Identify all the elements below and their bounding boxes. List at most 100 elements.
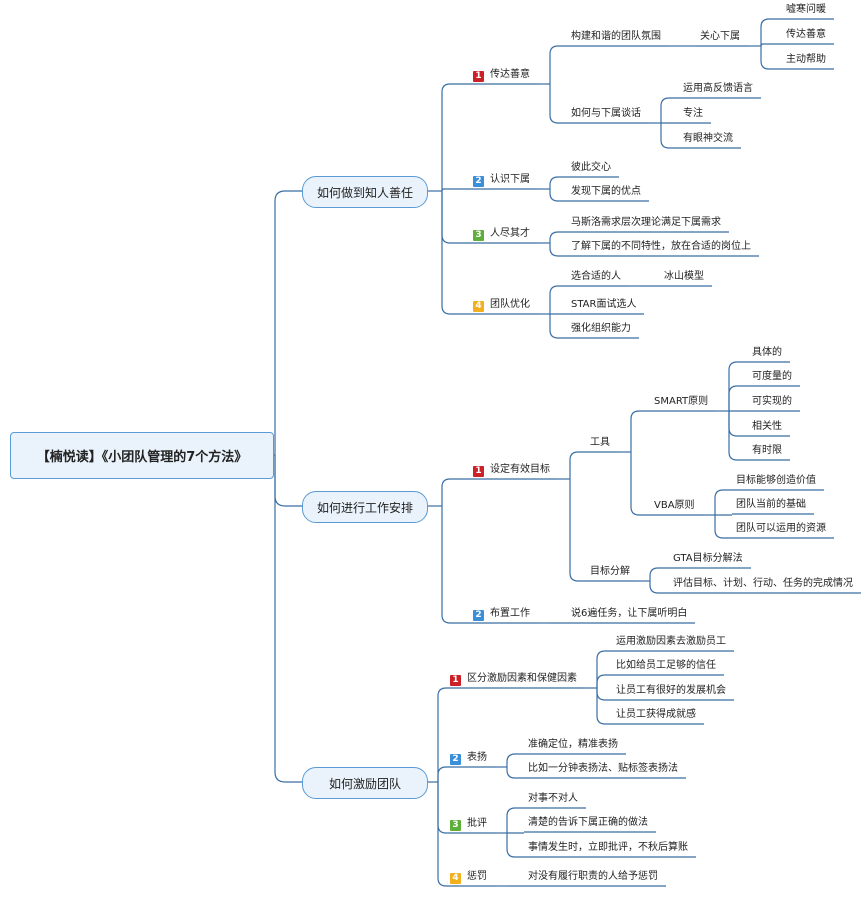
leaf-node[interactable]: 有眼神交流 xyxy=(683,132,733,146)
node-label: 比如一分钟表扬法、贴标签表扬法 xyxy=(528,763,678,774)
leaf-node[interactable]: 团队可以运用的资源 xyxy=(736,522,826,536)
number-badge-icon: 3 xyxy=(450,820,461,831)
connector-line xyxy=(441,478,469,506)
connector-line xyxy=(437,766,447,782)
node-label: 了解下属的不同特性，放在合适的岗位上 xyxy=(571,241,751,252)
leaf-node[interactable]: STAR面试选人 xyxy=(571,298,636,312)
node-label: 马斯洛需求层次理论满足下属需求 xyxy=(571,217,721,228)
connector-line xyxy=(714,489,732,515)
node-label: 目标分解 xyxy=(590,566,630,577)
node-label: 设定有效目标 xyxy=(490,464,550,475)
leaf-node[interactable]: VBA原则 xyxy=(654,499,695,513)
main-topic-1[interactable]: 如何做到知人善任 xyxy=(302,176,428,208)
leaf-node[interactable]: 具体的 xyxy=(752,346,782,360)
node-label: 认识下属 xyxy=(490,174,530,185)
leaf-node[interactable]: 比如一分钟表扬法、贴标签表扬法 xyxy=(528,762,678,776)
connector-line xyxy=(549,84,567,124)
node-label: 目标能够创造价值 xyxy=(736,475,816,486)
leaf-node[interactable]: 说6遍任务，让下属听明白 xyxy=(571,607,687,621)
node-label: 团队可以运用的资源 xyxy=(736,523,826,534)
leaf-node[interactable]: 强化组织能力 xyxy=(571,322,631,336)
connector-line xyxy=(714,515,732,539)
leaf-node[interactable]: 比如给员工足够的信任 xyxy=(616,659,716,673)
node-label: 批评 xyxy=(467,818,487,829)
leaf-node[interactable]: 有时限 xyxy=(752,444,782,458)
leaf-node[interactable]: 传达善意 xyxy=(786,28,826,42)
connector-line xyxy=(549,285,567,314)
node-label: 团队当前的基础 xyxy=(736,499,806,510)
leaf-node[interactable]: 专注 xyxy=(683,107,703,121)
leaf-node[interactable]: 对没有履行职责的人给予惩罚 xyxy=(528,870,658,884)
node-label: 可实现的 xyxy=(752,396,792,407)
leaf-node[interactable]: 让员工有很好的发展机会 xyxy=(616,684,726,698)
node-label: 有时限 xyxy=(752,445,782,456)
leaf-node[interactable]: 可实现的 xyxy=(752,395,792,409)
leaf-node[interactable]: SMART原则 xyxy=(654,395,708,409)
connector-line xyxy=(596,688,612,701)
leaf-node[interactable]: 发现下属的优点 xyxy=(571,185,641,199)
main-topic-3[interactable]: 如何激励团队 xyxy=(302,767,428,799)
leaf-node[interactable]: 清楚的告诉下属正确的做法 xyxy=(528,816,648,830)
node-label: 表扬 xyxy=(467,752,487,763)
connector-line xyxy=(274,190,302,455)
leaf-node[interactable]: 评估目标、计划、行动、任务的完成情况 xyxy=(673,577,853,591)
leaf-node[interactable]: 团队当前的基础 xyxy=(736,498,806,512)
connector-line xyxy=(506,753,524,767)
leaf-node[interactable]: 让员工获得成就感 xyxy=(616,708,696,722)
root-topic[interactable]: 【楠悦读】《小团队管理的7个方法》 xyxy=(10,432,274,479)
leaf-node[interactable]: GTA目标分解法 xyxy=(673,552,743,566)
leaf-node[interactable]: 运用高反馈语言 xyxy=(683,82,753,96)
connector-line xyxy=(760,46,782,70)
leaf-node[interactable]: 关心下属 xyxy=(700,30,740,44)
leaf-node[interactable]: 工具 xyxy=(590,436,610,450)
topic-node[interactable]: 3 批评 xyxy=(450,817,487,831)
leaf-node[interactable]: 如何与下属谈话 xyxy=(571,107,641,121)
connector-line xyxy=(506,807,524,833)
connector-line xyxy=(728,411,748,461)
leaf-node[interactable]: 彼此交心 xyxy=(571,161,611,175)
connector-line xyxy=(441,188,469,192)
leaf-node[interactable]: 相关性 xyxy=(752,420,782,434)
leaf-node[interactable]: 目标能够创造价值 xyxy=(736,474,816,488)
node-label: 惩罚 xyxy=(467,871,487,882)
node-label: 具体的 xyxy=(752,347,782,358)
node-label: 布置工作 xyxy=(490,608,530,619)
connector-line xyxy=(274,455,302,507)
node-label: 冰山模型 xyxy=(664,271,704,282)
node-label: 主动帮助 xyxy=(786,54,826,65)
node-label: 团队优化 xyxy=(490,299,530,310)
leaf-node[interactable]: 可度量的 xyxy=(752,370,792,384)
connector-line xyxy=(441,191,469,244)
leaf-node[interactable]: 对事不对人 xyxy=(528,792,578,806)
leaf-node[interactable]: 运用激励因素去激励员工 xyxy=(616,635,726,649)
leaf-node[interactable]: 目标分解 xyxy=(590,565,630,579)
leaf-node[interactable]: 构建和谐的团队氛围 xyxy=(571,30,661,44)
leaf-node[interactable]: 了解下属的不同特性，放在合适的岗位上 xyxy=(571,240,751,254)
connector-line xyxy=(506,833,524,858)
leaf-node[interactable]: 事情发生时，立即批评，不秋后算账 xyxy=(528,841,688,855)
node-label: 彼此交心 xyxy=(571,162,611,173)
node-label: 工具 xyxy=(590,437,610,448)
main-topic-2[interactable]: 如何进行工作安排 xyxy=(302,491,428,523)
node-label: 专注 xyxy=(683,108,703,119)
leaf-node[interactable]: 冰山模型 xyxy=(664,270,704,284)
connector-line xyxy=(549,231,567,243)
leaf-node[interactable]: 主动帮助 xyxy=(786,53,826,67)
connector-line xyxy=(506,767,524,779)
number-badge-icon: 2 xyxy=(473,610,484,621)
leaf-node[interactable]: 嘘寒问暖 xyxy=(786,3,826,17)
connector-line xyxy=(728,385,748,411)
leaf-node[interactable]: 选合适的人 xyxy=(571,270,621,284)
connector-line xyxy=(549,243,567,257)
leaf-node[interactable]: 马斯洛需求层次理论满足下属需求 xyxy=(571,216,721,230)
topic-node[interactable]: 2 布置工作 xyxy=(473,607,530,621)
leaf-node[interactable]: 准确定位，精准表扬 xyxy=(528,738,618,752)
